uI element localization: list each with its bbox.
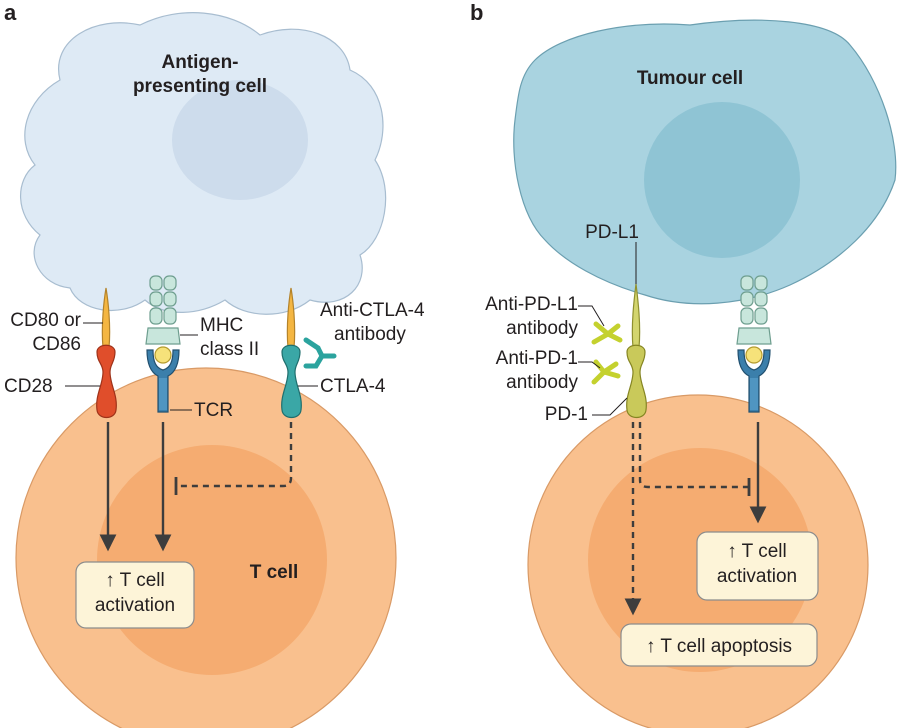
mhc-class-ii-b xyxy=(736,275,772,345)
cd28-label: CD28 xyxy=(4,376,53,397)
activation-a-line2: activation xyxy=(95,595,175,616)
activation-b-line2: activation xyxy=(717,566,797,587)
activation-box-a xyxy=(75,561,195,629)
apc-label-line1: Antigen- xyxy=(161,52,238,73)
mhc-label-line1: MHC xyxy=(200,315,243,336)
anti-pdl1-label-line1: Anti-PD-L1 xyxy=(485,294,578,315)
tcr-label: TCR xyxy=(194,400,233,421)
antigen-peptide-a xyxy=(154,346,172,364)
ctla4-label: CTLA-4 xyxy=(320,376,386,397)
anti-pd1-label-line2: antibody xyxy=(506,372,578,393)
ctla4-receptor xyxy=(281,344,302,419)
activation-b-line1: ↑ T cell xyxy=(727,541,787,562)
apoptosis-box xyxy=(620,623,818,667)
ctla4-inhibition-line xyxy=(177,422,293,488)
anti-pdl1-label-line2: antibody xyxy=(506,318,578,339)
panel-b-letter: b xyxy=(470,0,483,25)
apoptosis-label: ↑ T cell apoptosis xyxy=(646,636,792,657)
anti-ctla4-label-line1: Anti-CTLA-4 xyxy=(320,300,425,321)
anti-pdl1-antibody xyxy=(591,321,623,345)
t-cell-a xyxy=(15,367,397,728)
cd80-label-line1: CD80 or xyxy=(10,310,81,331)
apc-label-line2: presenting cell xyxy=(133,76,267,97)
activation-box-b xyxy=(696,531,819,601)
tumour-cell xyxy=(513,19,897,305)
pd1-inhibition-line xyxy=(638,422,748,489)
mhc-class-ii xyxy=(145,275,181,345)
tcr-receptor-b xyxy=(737,349,771,413)
anti-ctla4-label-line2: antibody xyxy=(334,324,406,345)
leader-lines-b xyxy=(578,242,637,416)
tumour-label: Tumour cell xyxy=(637,68,743,89)
anti-ctla4-antibody xyxy=(303,337,337,369)
anti-pd1-antibody xyxy=(591,359,621,385)
antigen-peptide-b xyxy=(745,346,763,364)
pdl1-label: PD-L1 xyxy=(585,222,639,243)
pd1-label: PD-1 xyxy=(545,404,588,425)
cd80-label-line2: CD86 xyxy=(32,334,81,355)
activation-a-line1: ↑ T cell xyxy=(105,570,165,591)
leader-lines-a xyxy=(65,322,318,411)
tcr-receptor xyxy=(146,349,180,413)
antigen-presenting-cell xyxy=(20,12,387,315)
anti-pd1-label-line1: Anti-PD-1 xyxy=(496,348,578,369)
panel-a-letter: a xyxy=(4,0,17,25)
cd28-receptor xyxy=(96,344,117,419)
t-cell-label-a: T cell xyxy=(250,562,299,583)
mhc-label-line2: class II xyxy=(200,339,259,360)
pd1-receptor xyxy=(626,344,647,419)
